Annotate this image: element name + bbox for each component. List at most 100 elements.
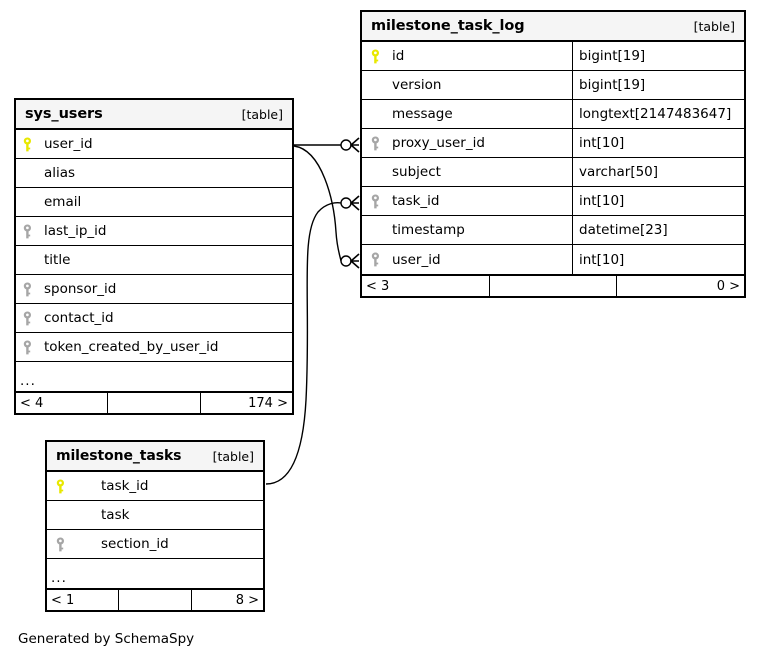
column-row[interactable]: user_id int[10] (362, 245, 744, 274)
footer-right-count[interactable]: 0 > (716, 278, 741, 294)
table-title: milestone_tasks (56, 448, 182, 464)
column-row[interactable]: contact_id (16, 304, 292, 333)
column-type: longtext[2147483647] (572, 100, 744, 128)
more-columns-row: ... (47, 559, 263, 588)
column-row[interactable]: id bigint[19] (362, 42, 744, 71)
table-kind-label: [table] (693, 18, 735, 34)
column-key-cell (47, 472, 75, 500)
column-row[interactable]: title (16, 246, 292, 275)
no-key-spacer (22, 166, 34, 181)
column-key-cell (362, 216, 390, 244)
column-key-cell (362, 187, 390, 215)
foreign-key-icon (23, 311, 31, 325)
column-key-cell (362, 100, 390, 128)
column-name: sponsor_id (44, 281, 117, 297)
footer-middle-cell (108, 393, 201, 413)
column-row[interactable]: last_ip_id (16, 217, 292, 246)
foreign-key-icon (371, 194, 379, 208)
column-key-cell (362, 71, 390, 99)
column-name: user_id (392, 251, 441, 268)
no-key-spacer (370, 107, 382, 122)
column-name: subject (392, 164, 441, 180)
column-type: bigint[19] (572, 71, 744, 99)
column-name: task (101, 507, 130, 523)
column-row[interactable]: task_id int[10] (362, 187, 744, 216)
column-row[interactable]: sponsor_id (16, 275, 292, 304)
column-name: email (44, 194, 82, 210)
no-key-spacer (370, 165, 382, 180)
column-row[interactable]: email (16, 188, 292, 217)
no-key-spacer (22, 253, 34, 268)
column-name: proxy_user_id (392, 135, 485, 151)
table-footer: < 4 174 > (16, 391, 292, 413)
table-header: milestone_task_log [table] (362, 12, 744, 42)
table-milestone-task-log[interactable]: milestone_task_log [table] id bigint[19]v… (360, 10, 746, 298)
column-key-cell (362, 42, 390, 70)
column-key-cell (362, 158, 390, 186)
column-row[interactable]: proxy_user_id int[10] (362, 129, 744, 158)
footer-middle-cell (119, 590, 192, 610)
column-key-cell (16, 304, 40, 332)
more-columns-row: ... (16, 362, 292, 391)
table-header: sys_users [table] (16, 100, 292, 130)
column-row[interactable]: task (47, 501, 263, 530)
column-key-cell (16, 188, 40, 216)
table-title: sys_users (25, 106, 103, 122)
generated-by-caption: Generated by SchemaSpy (18, 631, 195, 647)
column-row[interactable]: section_id (47, 530, 263, 559)
column-type: datetime[23] (572, 216, 744, 244)
more-columns-marker: ... (20, 373, 36, 389)
column-name: title (44, 252, 71, 268)
primary-key-icon (23, 137, 31, 151)
column-name: user_id (44, 136, 93, 152)
footer-right-count[interactable]: 174 > (248, 395, 288, 411)
foreign-key-icon (56, 537, 64, 551)
column-key-cell (362, 129, 390, 157)
footer-left-count[interactable]: < 4 (16, 393, 109, 413)
column-name: id (392, 48, 405, 64)
footer-right-count[interactable]: 8 > (235, 592, 259, 608)
column-type: int[10] (572, 187, 744, 215)
column-name: task_id (392, 193, 440, 209)
column-key-cell (16, 217, 40, 245)
column-row[interactable]: task_id (47, 472, 263, 501)
relationship-line-user-to-user (293, 145, 342, 262)
column-key-cell (47, 501, 75, 529)
column-key-cell (16, 333, 40, 361)
footer-left-count[interactable]: < 3 (362, 276, 490, 296)
column-key-cell (16, 275, 40, 303)
column-name: token_created_by_user_id (44, 339, 219, 355)
column-type: int[10] (572, 129, 744, 157)
footer-left-count[interactable]: < 1 (47, 590, 120, 610)
relationship-endpoints (340, 137, 360, 269)
table-title: milestone_task_log (371, 18, 525, 34)
column-type: int[10] (572, 245, 744, 274)
primary-key-icon (56, 479, 64, 493)
table-footer: < 3 0 > (362, 274, 744, 296)
column-row[interactable]: timestamp datetime[23] (362, 216, 744, 245)
footer-middle-cell (490, 276, 618, 296)
no-key-spacer (55, 508, 67, 523)
column-type: bigint[19] (572, 42, 744, 70)
column-name: timestamp (392, 222, 465, 238)
foreign-key-icon (371, 252, 379, 267)
column-name: contact_id (44, 310, 114, 326)
foreign-key-icon (371, 136, 379, 150)
column-key-cell (16, 159, 40, 187)
column-row[interactable]: user_id (16, 130, 292, 159)
column-row[interactable]: alias (16, 159, 292, 188)
foreign-key-icon (23, 340, 31, 354)
column-name: last_ip_id (44, 223, 107, 239)
column-row[interactable]: token_created_by_user_id (16, 333, 292, 362)
table-footer: < 1 8 > (47, 588, 263, 610)
column-key-cell (16, 246, 40, 274)
column-name: task_id (101, 478, 149, 494)
table-kind-label: [table] (241, 106, 283, 122)
